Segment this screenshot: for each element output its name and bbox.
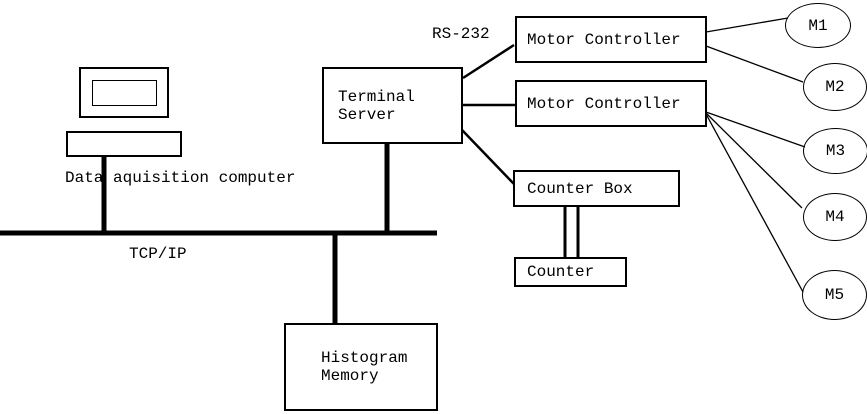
terminal-server-node: Terminal Server [322,67,463,144]
motor-controller-1-label: Motor Controller [527,30,681,49]
wire-mc2-to-m3 [705,111,806,148]
counter-label: Counter [527,263,595,281]
computer-screen-icon [92,80,157,106]
wire-mc1-to-m2 [705,45,804,83]
tcpip-bus-label: TCP/IP [129,245,187,263]
motor-m2-label: M2 [825,78,845,96]
computer-keyboard-icon [66,131,182,157]
motor-m5-label: M5 [824,286,845,304]
histogram-memory-label-line2: Memory [321,367,379,385]
link-to-counter-box [461,129,515,185]
counter-node: Counter [514,257,627,287]
counter-box-node: Counter Box [513,170,680,207]
motor-m1-label: M1 [808,16,828,35]
rs232-link-to-motor-controller-1 [462,43,515,80]
motor-node-m1: M1 [785,3,851,48]
motor-controller-2-label: Motor Controller [527,94,681,113]
histogram-memory-node: Histogram Memory [284,323,438,411]
motor-controller-2-node: Motor Controller [515,80,707,127]
wire-mc2-to-m4 [705,112,803,209]
counter-box-label: Counter Box [527,179,633,198]
rs232-link-label: RS-232 [432,25,490,43]
motor-m4-label: M4 [825,208,845,226]
motor-node-m5: M5 [802,270,867,320]
data-acquisition-computer-label: Data aquisition computer [65,169,296,187]
motor-m3-label: M3 [825,142,846,160]
wire-mc1-to-m1 [705,17,789,33]
motor-node-m4: M4 [803,193,867,241]
motor-controller-1-node: Motor Controller [515,16,707,63]
motor-node-m3: M3 [803,128,867,174]
histogram-memory-label-line1: Histogram [321,349,408,367]
wire-mc2-to-m5 [705,113,804,293]
terminal-server-label-line1: Terminal [338,87,415,106]
motor-node-m2: M2 [803,63,867,111]
terminal-server-label-line2: Server [338,105,396,124]
